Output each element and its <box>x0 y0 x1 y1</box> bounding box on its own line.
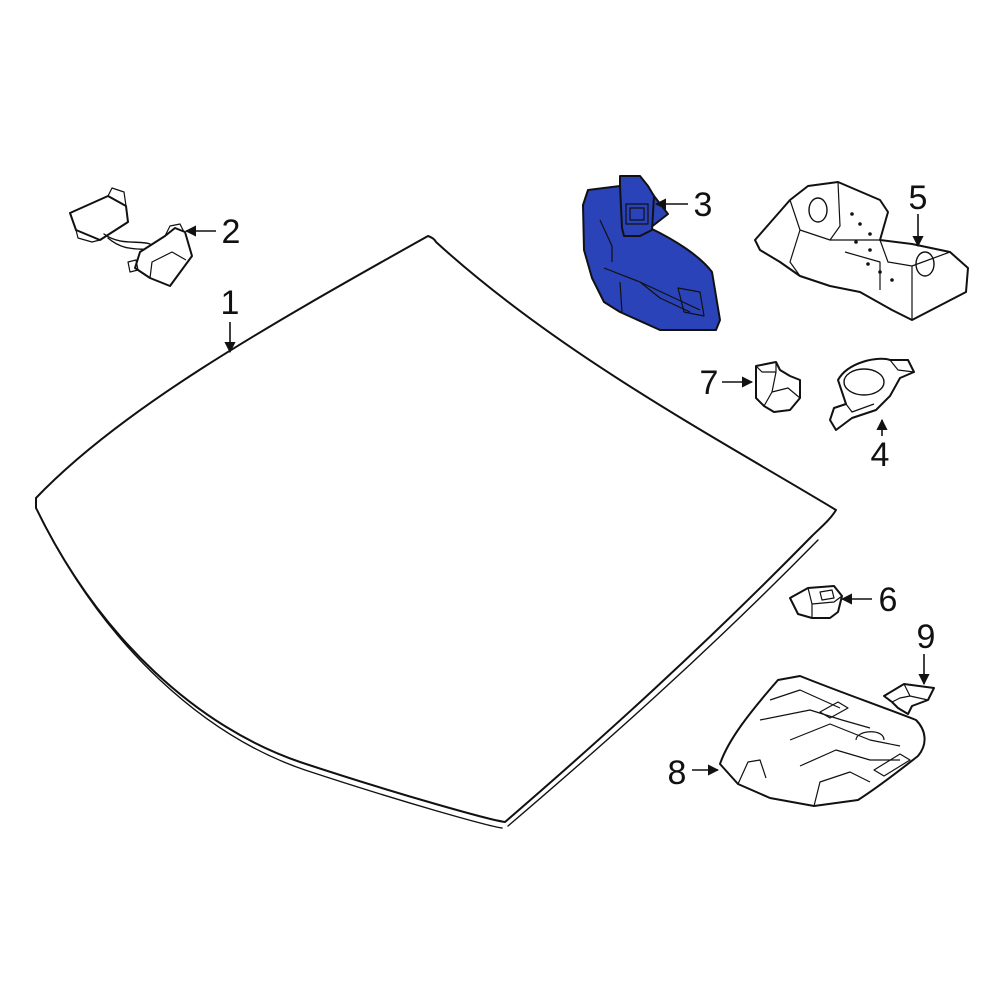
callout-3: 3 <box>694 186 713 224</box>
clip-part-7 <box>755 361 801 413</box>
callout-4: 4 <box>871 436 890 474</box>
callout-5: 5 <box>909 179 928 217</box>
wiring-harness-part-2 <box>69 187 193 287</box>
callout-7: 7 <box>700 364 719 402</box>
leader-lines <box>184 198 930 776</box>
rearview-mirror-part-3 <box>582 175 721 331</box>
sensor-bracket-part-5 <box>754 181 969 321</box>
callout-2: 2 <box>222 213 241 251</box>
callout-6: 6 <box>879 581 898 619</box>
connector-part-6 <box>789 585 843 619</box>
small-clip-part-9 <box>883 683 935 715</box>
callout-1: 1 <box>221 284 240 322</box>
mirror-mount <box>619 175 655 237</box>
callout-9: 9 <box>917 618 936 656</box>
windshield-part-1 <box>35 235 837 829</box>
callout-labels: 1 2 3 4 5 6 7 8 9 <box>221 179 936 792</box>
console-cover-part-8 <box>719 675 926 807</box>
sensor-part-4 <box>829 357 915 431</box>
callout-8: 8 <box>668 754 687 792</box>
